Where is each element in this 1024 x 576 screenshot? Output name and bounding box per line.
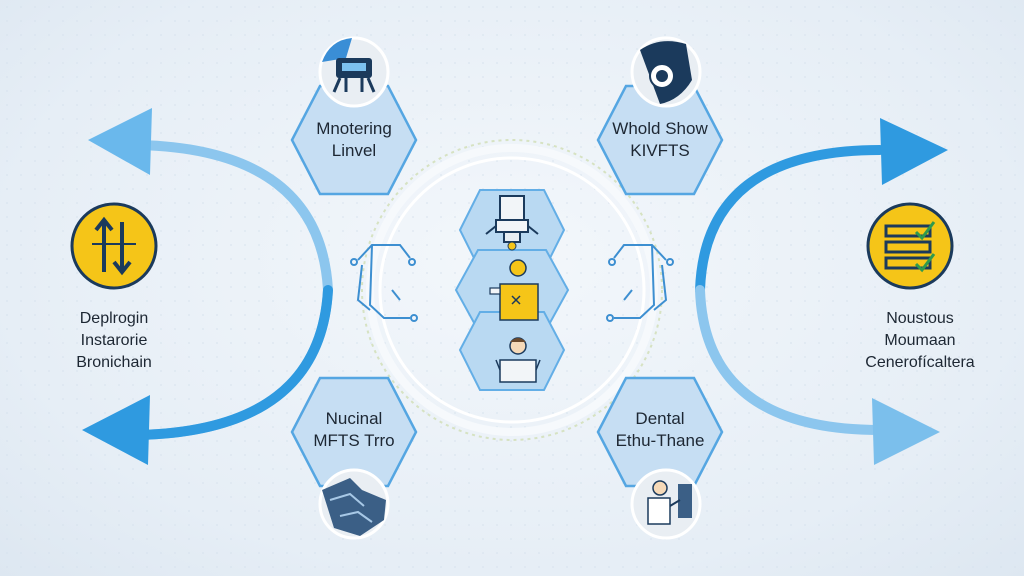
hex-top-right (596, 84, 724, 196)
node-right-line1: Noustous (886, 310, 954, 327)
node-right-line3: Cenerofícaltera (865, 354, 975, 371)
node-top-right-line2: KIVFTS (630, 141, 690, 160)
hex-bottom-left (290, 376, 418, 488)
node-bottom-right-line2: Ethu-Thane (615, 431, 705, 450)
left-circuit-bracket (350, 244, 418, 322)
node-right-line2: Moumaan (884, 332, 956, 349)
node-bottom-left-line1: Nucinal (325, 409, 383, 428)
node-left-line1: Deplrogin (79, 310, 149, 327)
node-top-left-line1: Mnotering (316, 119, 392, 138)
hex-bottom-right (596, 376, 724, 488)
node-top-left-line2: Linvel (331, 141, 377, 160)
robotic-arm-icon (485, 195, 539, 251)
node-bottom-right-line1: Dental (635, 409, 685, 428)
node-bottom-right-label: Dental Ethu-Thane (598, 408, 722, 452)
camera-lens-icon (630, 36, 702, 108)
node-left-line3: Bronichain (76, 354, 152, 371)
node-top-left-label: Mnotering Linvel (292, 118, 416, 162)
left-cycle-arrow (82, 108, 334, 465)
node-bottom-left-label: Nucinal MFTS Trro (292, 408, 416, 452)
robot-icon (318, 36, 390, 108)
hex-top-left (290, 84, 418, 196)
right-cycle-arrow (695, 118, 948, 465)
circuit-icon (318, 468, 390, 540)
person-icon (495, 337, 541, 383)
checklist-icon (866, 202, 954, 290)
worker-icon (489, 259, 539, 321)
node-left-label: Deplrogin Instarorie Bronichain (34, 308, 194, 374)
technician-icon (630, 468, 702, 540)
node-right-label: Noustous Moumaan Cenerofícaltera (830, 308, 1010, 374)
node-left-line2: Instarorie (80, 332, 148, 349)
node-top-right-line1: Whold Show (612, 119, 708, 138)
node-top-right-label: Whold Show KIVFTS (598, 118, 722, 162)
arrows-up-down-icon (70, 202, 158, 290)
right-circuit-bracket (606, 244, 674, 322)
node-bottom-left-line2: MFTS Trro (313, 431, 395, 450)
